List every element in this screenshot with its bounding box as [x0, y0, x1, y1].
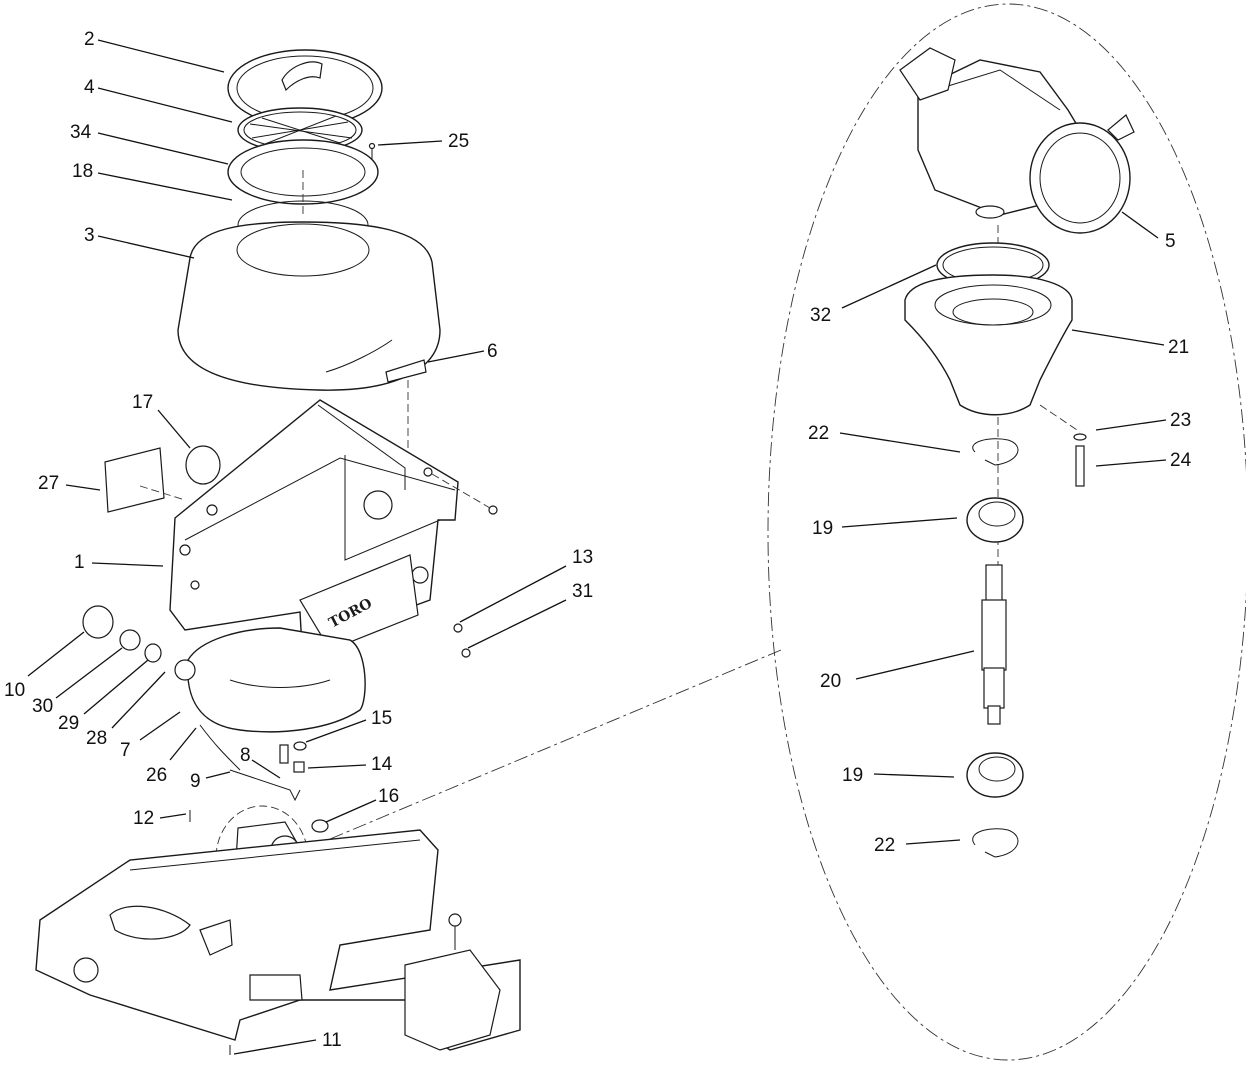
callout-12: 12 — [133, 808, 155, 829]
callout-28: 28 — [86, 728, 108, 749]
callout-20: 20 — [820, 671, 842, 692]
pump-motor — [899, 47, 1135, 234]
callout-11: 11 — [322, 1030, 342, 1051]
callout-26: 26 — [146, 765, 168, 786]
callout-32: 32 — [810, 305, 832, 326]
callout-10: 10 — [4, 680, 26, 701]
callout-25: 25 — [448, 131, 470, 152]
callout-27: 27 — [38, 473, 60, 494]
callout-3: 3 — [84, 225, 95, 246]
fitting-14 — [293, 761, 305, 773]
callout-31: 31 — [572, 581, 594, 602]
callout-19-bottom: 19 — [842, 765, 864, 786]
mounting-frame: TORO — [169, 399, 459, 701]
fitting-8 — [279, 744, 289, 764]
callout-30: 30 — [32, 696, 54, 717]
callout-34: 34 — [70, 122, 92, 143]
callout-19-top: 19 — [812, 518, 834, 539]
hopper — [177, 221, 441, 391]
cap-assembly — [82, 605, 162, 663]
retaining-ring-22-bottom — [972, 828, 1019, 858]
leader-lines-left — [27, 39, 567, 1055]
shaft-20 — [981, 564, 1007, 725]
hopper-screen — [237, 107, 363, 153]
decal-27 — [104, 447, 165, 513]
callout-4: 4 — [84, 77, 95, 98]
bolt-24 — [1075, 445, 1085, 487]
callout-24: 24 — [1170, 450, 1192, 471]
callout-6: 6 — [487, 341, 498, 362]
callout-7: 7 — [120, 740, 131, 761]
callout-22-bottom: 22 — [874, 835, 896, 856]
callout-13: 13 — [572, 547, 594, 568]
bearing-19-top — [966, 497, 1024, 543]
leader-lines-detail — [839, 211, 1167, 845]
callout-16: 16 — [378, 786, 400, 807]
callout-21: 21 — [1168, 337, 1190, 358]
callout-15: 15 — [371, 708, 393, 729]
tank — [174, 627, 366, 733]
washer-23 — [1073, 433, 1087, 441]
bolts — [423, 467, 498, 658]
callout-17: 17 — [132, 392, 154, 413]
bearing-19-bottom — [966, 752, 1024, 798]
detail-connector-line-top — [291, 649, 782, 856]
callout-9: 9 — [190, 771, 201, 792]
callout-2: 2 — [84, 29, 95, 50]
chassis — [35, 829, 521, 1055]
callout-29: 29 — [58, 713, 80, 734]
rod-9 — [229, 769, 301, 802]
callout-14: 14 — [371, 754, 393, 775]
callout-1: 1 — [74, 552, 85, 573]
washer-15 — [293, 741, 307, 751]
callout-5: 5 — [1165, 231, 1176, 252]
callout-22-top: 22 — [808, 423, 830, 444]
decal-17 — [185, 445, 221, 485]
callout-8: 8 — [240, 745, 251, 766]
callout-18: 18 — [72, 161, 94, 182]
clamp-16 — [311, 819, 329, 833]
pump-housing — [904, 274, 1073, 416]
callout-23: 23 — [1170, 410, 1192, 431]
hose-26 — [199, 724, 241, 771]
retaining-ring-22-top — [972, 438, 1019, 466]
bracket-6 — [385, 359, 427, 383]
